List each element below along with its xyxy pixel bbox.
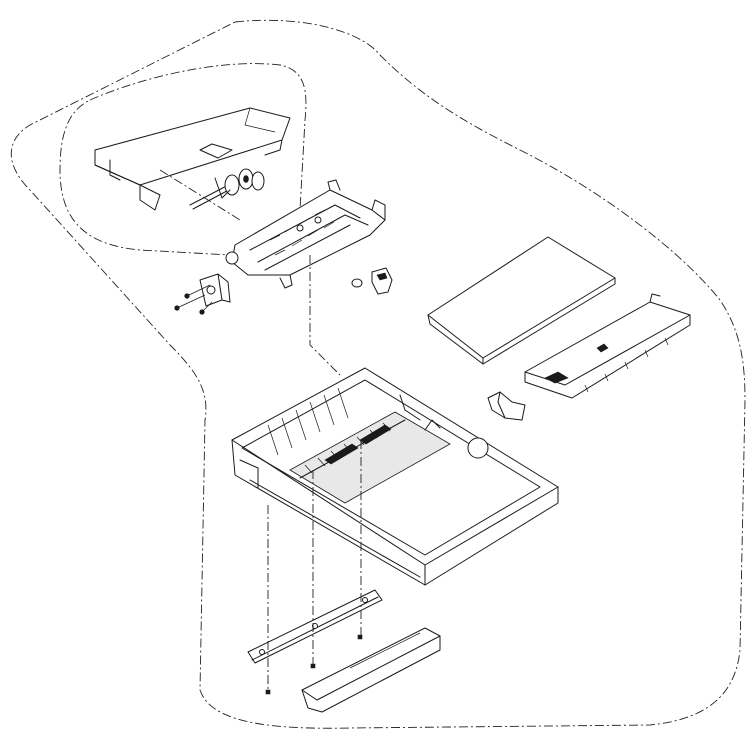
- upper-feed-cover: [94, 107, 291, 211]
- bottom-rail-bracket: [247, 589, 383, 664]
- flat-cover-plate: [427, 236, 616, 365]
- paper-feed-frame: [225, 179, 386, 289]
- bottom-guide-plate: [301, 627, 441, 713]
- pickup-roller-assembly: [189, 168, 265, 210]
- paper-tray-base: [231, 367, 559, 586]
- outer-group-boundary: [10, 19, 746, 729]
- assembly-leader-lines: [159, 169, 362, 690]
- roller-ring: [351, 278, 363, 288]
- long-rail-bracket: [524, 293, 691, 399]
- small-latch: [487, 391, 526, 421]
- small-bracket: [371, 267, 393, 295]
- side-bracket: [199, 273, 231, 307]
- mounting-screws-top: [174, 284, 213, 315]
